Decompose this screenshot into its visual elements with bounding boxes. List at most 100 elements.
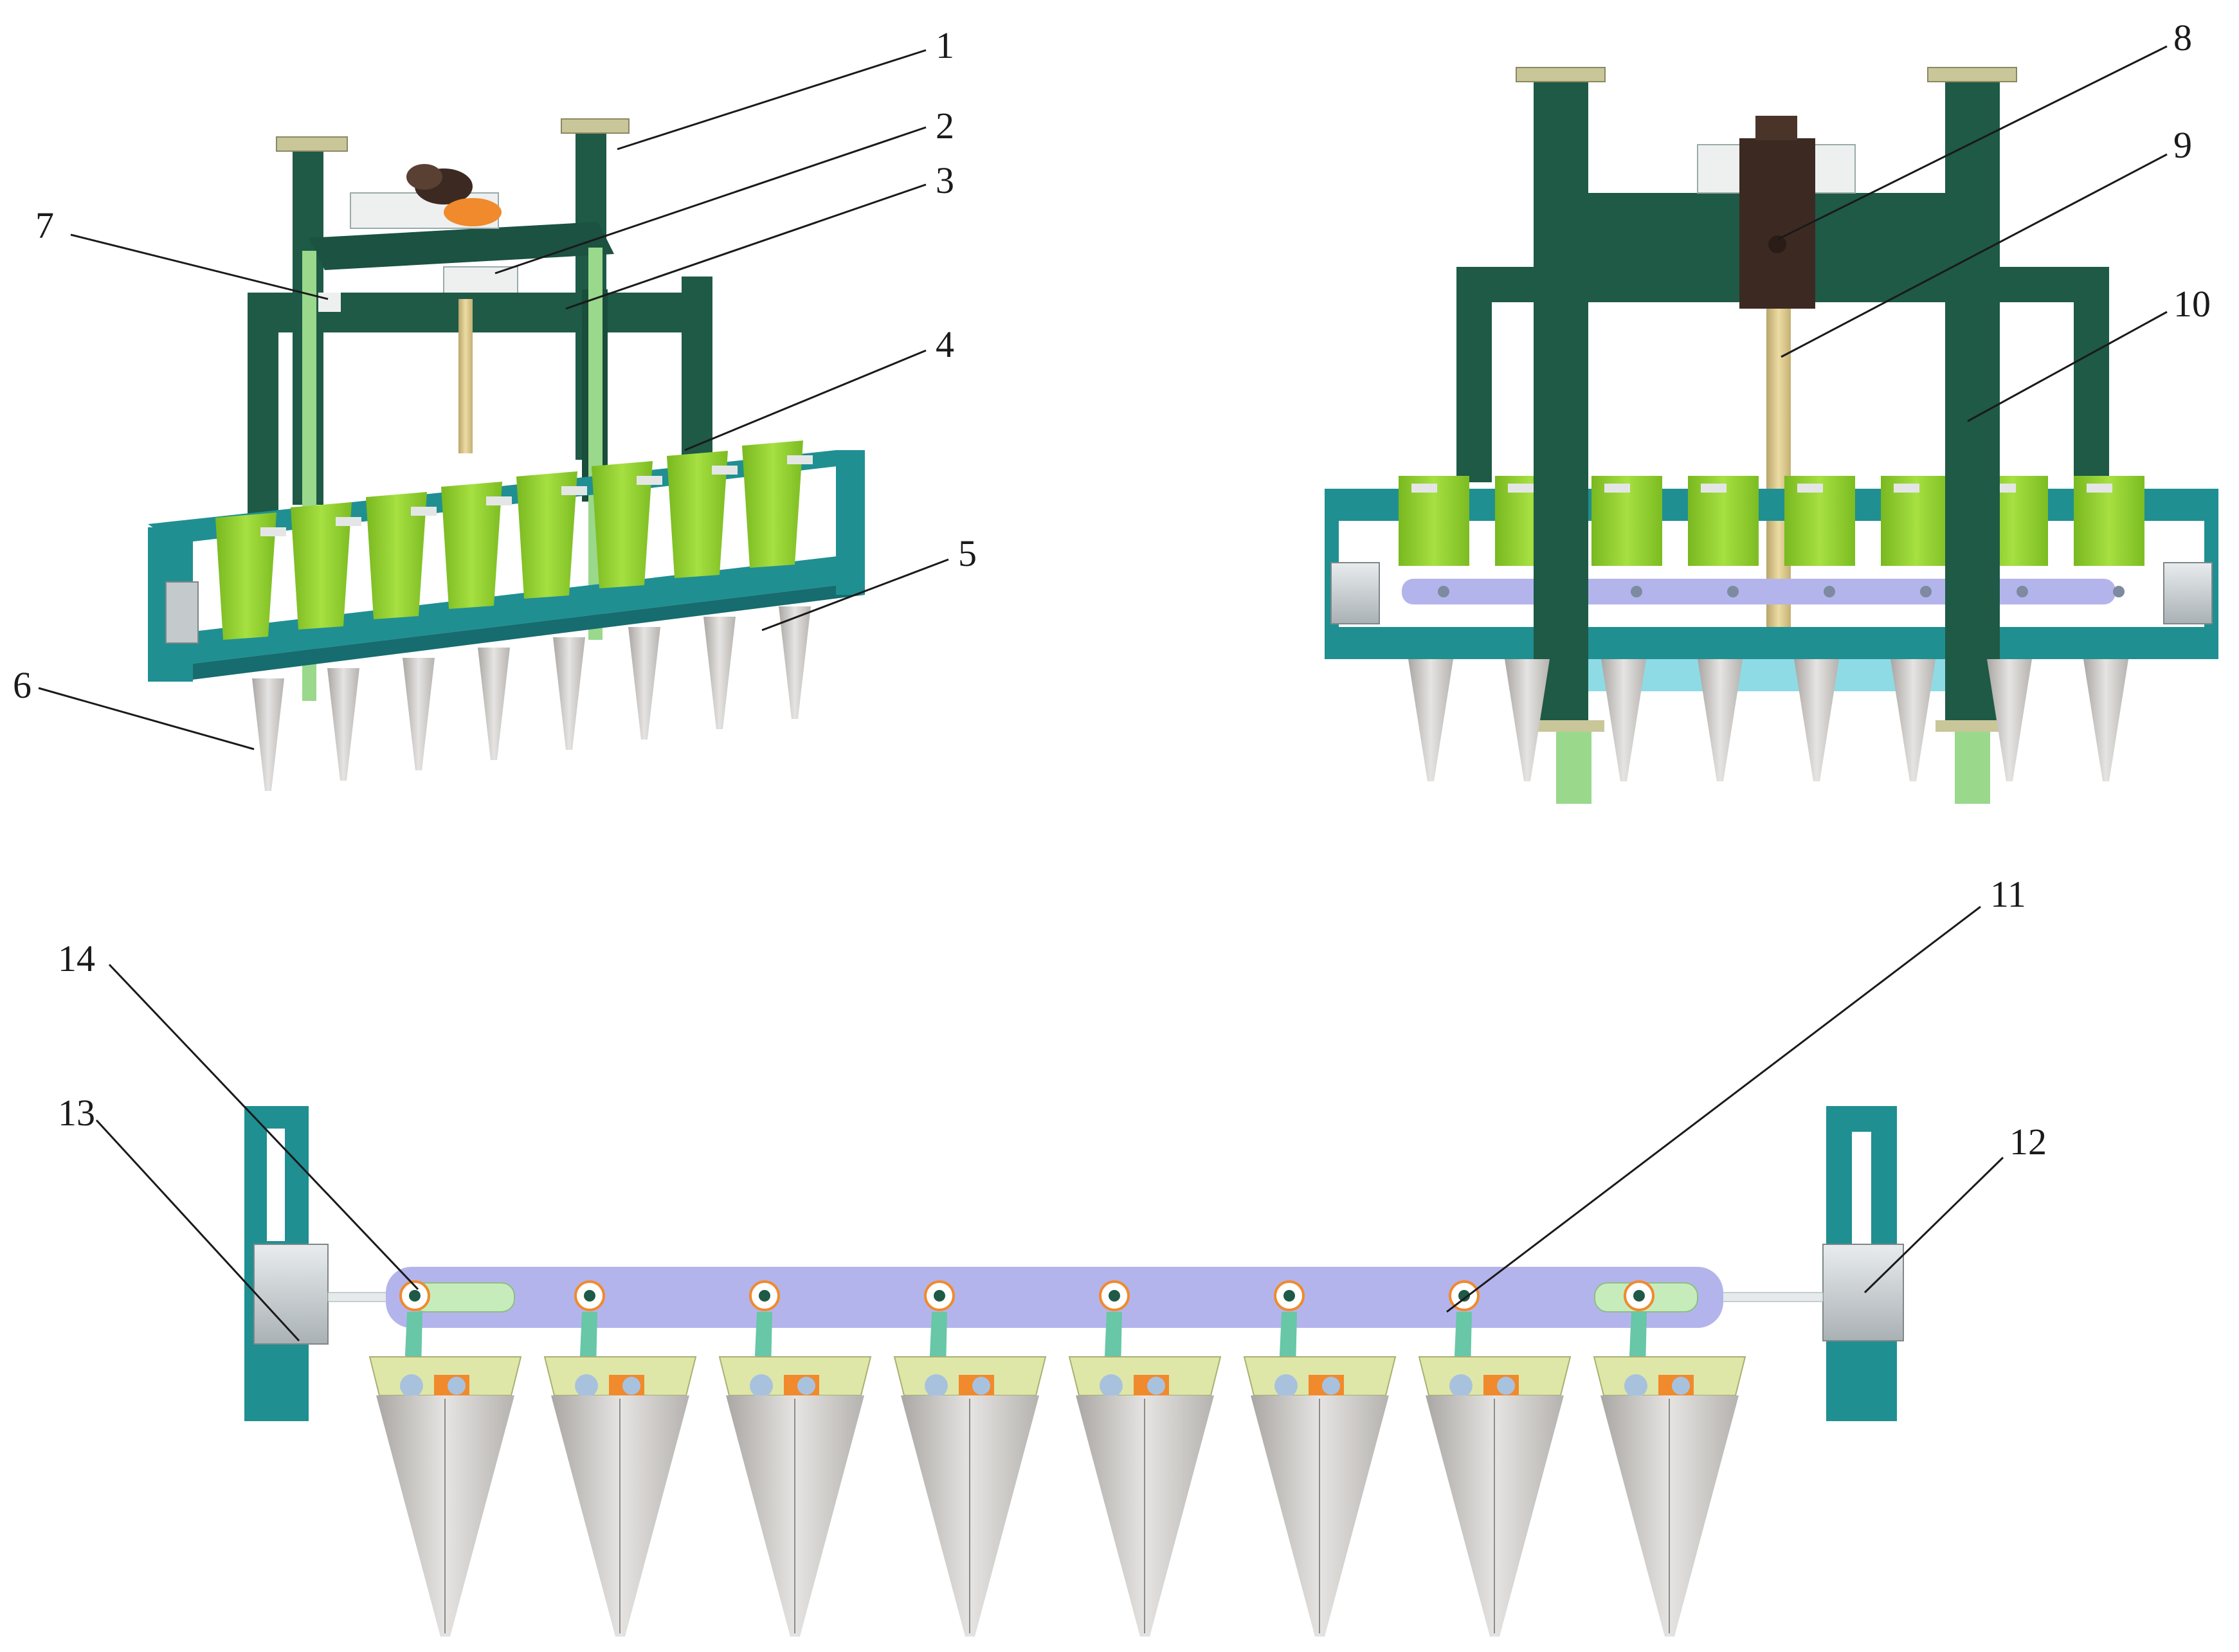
linkage-pin	[1631, 586, 1642, 597]
leader-line	[494, 126, 927, 275]
box-frame-bottom-rail	[177, 582, 865, 682]
cup-clip	[637, 476, 662, 485]
hinge-pin	[797, 1377, 815, 1395]
post-foot-cap	[1935, 720, 2006, 732]
hinge-pin	[925, 1374, 948, 1397]
leader-line	[1781, 153, 2168, 358]
leader-line	[617, 49, 927, 150]
slider-block	[318, 293, 341, 312]
linkage-pin	[1438, 586, 1449, 597]
lever-arm	[1629, 1312, 1647, 1370]
callout-label-1: 1	[936, 24, 954, 66]
hinge-pin	[622, 1377, 640, 1395]
post-foot-cap	[1534, 720, 1604, 732]
dibber	[478, 648, 510, 760]
cup-clip	[411, 507, 437, 516]
linkage-pin	[2017, 586, 2028, 597]
leader-line	[70, 233, 329, 300]
lever-arm	[404, 1312, 422, 1370]
linkage-pin-center	[1283, 1290, 1295, 1302]
callout-label-3: 3	[936, 159, 954, 201]
dibber	[553, 637, 585, 750]
callout-label-8: 8	[2173, 17, 2192, 59]
leader-line	[1967, 311, 2168, 422]
lever-arm	[1454, 1312, 1472, 1370]
hinge-pin	[1497, 1377, 1515, 1395]
hinge-pin	[972, 1377, 990, 1395]
linkage-pin-center	[1458, 1290, 1470, 1302]
hinge-pin	[575, 1374, 598, 1397]
callout-label-14: 14	[58, 938, 95, 979]
dibber-row	[1408, 659, 2128, 781]
hinge-pin	[1449, 1374, 1473, 1397]
side-frame-leg	[1456, 267, 1492, 482]
side-frame-leg	[2074, 267, 2109, 482]
cup-clip	[1701, 484, 1727, 493]
hinge-pin	[750, 1374, 773, 1397]
lever-arm	[754, 1312, 772, 1370]
linkage-detail-view	[244, 1106, 1904, 1637]
leader-line	[565, 183, 927, 310]
dibber	[1987, 659, 2032, 781]
hinge-pin	[1624, 1374, 1647, 1397]
dibber	[403, 658, 435, 770]
cup-clip	[486, 496, 512, 505]
motor-cap	[1755, 116, 1797, 140]
dibber	[703, 617, 736, 729]
hinge-pin	[1100, 1374, 1123, 1397]
cylinder	[1330, 562, 1380, 624]
callout-label-4: 4	[936, 323, 954, 365]
dibber	[1890, 659, 1935, 781]
callout-label-2: 2	[936, 105, 954, 147]
seed-cup	[742, 440, 803, 568]
callout-label-6: 6	[13, 664, 32, 706]
callout-label-9: 9	[2173, 124, 2192, 166]
cup-clip	[1411, 484, 1437, 493]
leader-line	[38, 687, 255, 750]
lever-arm	[1104, 1312, 1122, 1370]
callout-label-11: 11	[1990, 873, 2026, 915]
seed-cup	[291, 502, 352, 630]
foot-plate	[1955, 727, 1990, 804]
seed-cup	[667, 451, 728, 578]
linkage-pin-center	[1633, 1290, 1645, 1302]
foot-plate	[1556, 727, 1591, 804]
dibber	[1408, 659, 1453, 781]
front-view	[1325, 67, 2218, 804]
callouts: 1 2 3 4 5 6 7 8 9 10 11 12 13 14	[13, 17, 2211, 1342]
hinge-pin	[1274, 1374, 1298, 1397]
post-cap	[1927, 67, 2017, 82]
box-frame-top-rail	[1325, 489, 2218, 521]
dibber	[1601, 659, 1646, 781]
dibber	[1505, 659, 1550, 781]
cup-clip	[1894, 484, 1919, 493]
hinge-pin	[400, 1374, 423, 1397]
linkage-pin-center	[409, 1290, 421, 1302]
dibber	[1698, 659, 1743, 781]
seed-cup	[215, 513, 276, 640]
leader-line	[1777, 45, 2168, 241]
cup-clip	[2087, 484, 2112, 493]
seed-cup	[441, 482, 502, 609]
lever-arm	[929, 1312, 947, 1370]
cylinder-end	[165, 581, 199, 644]
seed-cup	[516, 471, 577, 599]
cup-row	[215, 440, 813, 640]
callout-label-5: 5	[958, 532, 977, 574]
callout-label-12: 12	[2009, 1121, 2047, 1163]
post-cap	[276, 136, 348, 152]
cup-clip	[1797, 484, 1823, 493]
cup-clip	[561, 486, 587, 495]
cylinder-12	[1822, 1244, 1904, 1341]
seed-cup	[366, 492, 427, 619]
dibber	[252, 678, 284, 791]
post-cap	[1516, 67, 1606, 82]
box-frame-front-rail	[177, 553, 865, 666]
dibber	[2083, 659, 2128, 781]
upper-crossbar	[309, 222, 614, 270]
blue-plate	[1588, 659, 1945, 691]
lever-arm	[579, 1312, 597, 1370]
callout-label-7: 7	[35, 204, 54, 246]
box-frame-end	[836, 450, 865, 595]
